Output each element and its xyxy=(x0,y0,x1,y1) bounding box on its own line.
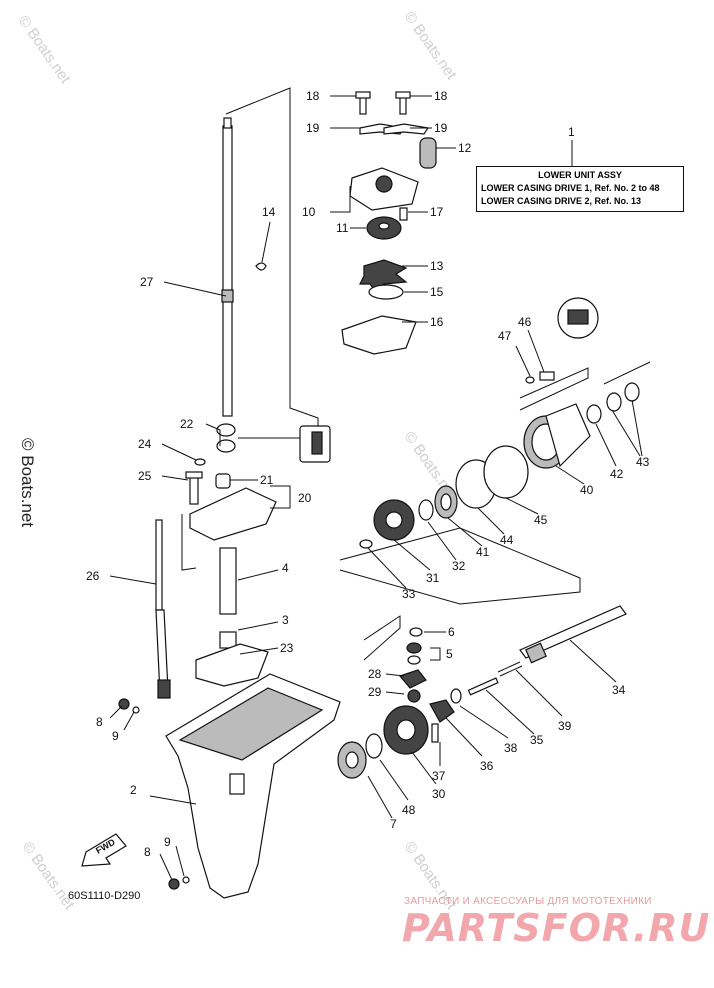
callout-26: 26 xyxy=(86,569,100,583)
callout-27: 27 xyxy=(140,275,154,289)
callout-44: 44 xyxy=(500,533,514,547)
clutch-parts xyxy=(398,627,523,743)
callout-9b: 9 xyxy=(164,835,171,849)
callout-13: 13 xyxy=(430,259,444,273)
callout-4: 4 xyxy=(282,561,289,575)
callout-24: 24 xyxy=(138,437,152,451)
fwd-arrow: FWD xyxy=(81,833,127,867)
callout-14: 14 xyxy=(262,205,276,219)
watermark-bottom-left: © Boats.net xyxy=(19,839,78,914)
callout-20: 20 xyxy=(298,491,312,505)
callout-labels: 1 18 18 19 19 12 10 11 17 13 15 16 14 27… xyxy=(86,89,650,859)
callout-25: 25 xyxy=(138,469,152,483)
callout-19a: 19 xyxy=(306,121,320,135)
callout-9a: 9 xyxy=(112,729,119,743)
callout-8a: 8 xyxy=(96,715,103,729)
callout-42: 42 xyxy=(610,467,624,481)
leader-lines xyxy=(109,95,643,881)
callout-7: 7 xyxy=(390,817,397,831)
callout-36: 36 xyxy=(480,759,494,773)
callout-3: 3 xyxy=(282,613,289,627)
water-pump-parts xyxy=(341,91,437,355)
gear-parts xyxy=(359,445,529,549)
callout-18a: 18 xyxy=(306,89,320,103)
callout-19b: 19 xyxy=(434,121,448,135)
prop-housing xyxy=(519,297,651,469)
callout-15: 15 xyxy=(430,285,444,299)
callout-43: 43 xyxy=(636,455,650,469)
clutch-group-bracket xyxy=(363,615,401,661)
callout-37: 37 xyxy=(432,769,446,783)
watermark-top-mid: © Boats.net xyxy=(401,9,460,84)
callout-34: 34 xyxy=(612,683,626,697)
callout-29: 29 xyxy=(368,685,382,699)
callout-46: 46 xyxy=(518,315,532,329)
callout-22: 22 xyxy=(180,417,194,431)
callout-2: 2 xyxy=(130,783,137,797)
legend-line-1: LOWER CASING DRIVE 1, Ref. No. 2 to 48 xyxy=(481,183,660,193)
legend-heading: LOWER UNIT ASSY xyxy=(538,170,622,180)
seal-housing-parts xyxy=(181,423,331,571)
callout-30: 30 xyxy=(432,787,446,801)
callout-35: 35 xyxy=(530,733,544,747)
callout-39: 39 xyxy=(558,719,572,733)
callout-10: 10 xyxy=(302,205,316,219)
callout-11: 11 xyxy=(336,221,349,235)
callout-32: 32 xyxy=(452,559,466,573)
callout-1: 1 xyxy=(568,125,575,139)
housing-bolt xyxy=(539,371,555,381)
shaft-group-bracket xyxy=(225,87,319,446)
callout-16: 16 xyxy=(430,315,444,329)
callout-40: 40 xyxy=(580,483,594,497)
callout-6: 6 xyxy=(448,625,455,639)
callout-31: 31 xyxy=(426,571,440,585)
shop-tagline: ЗАПЧАСТИ И АКСЕССУАРЫ ДЛЯ МОТОТЕХНИКИ xyxy=(404,896,652,907)
callout-47: 47 xyxy=(498,329,512,343)
lower-unit-legend-box: LOWER UNIT ASSY LOWER CASING DRIVE 1, Re… xyxy=(476,166,684,212)
tube-parts xyxy=(195,547,269,687)
shop-brand-logo: PARTSFOR.RU xyxy=(402,906,711,950)
casing-bolts xyxy=(118,698,190,890)
housing-washer xyxy=(525,376,535,384)
callout-23: 23 xyxy=(280,641,294,655)
propeller-shaft xyxy=(519,605,627,664)
callout-5: 5 xyxy=(446,647,453,661)
legend-line-2: LOWER CASING DRIVE 2, Ref. No. 13 xyxy=(481,196,642,206)
callout-18b: 18 xyxy=(434,89,448,103)
gear-group-bracket xyxy=(339,527,581,605)
callout-38: 38 xyxy=(504,741,518,755)
callout-21: 21 xyxy=(260,473,274,487)
shift-rod xyxy=(155,519,171,699)
forward-gear-parts xyxy=(337,705,429,779)
shaft-key xyxy=(255,262,267,271)
callout-48: 48 xyxy=(402,803,416,817)
callout-33: 33 xyxy=(402,587,416,601)
watermark-top-left: © Boats.net xyxy=(15,13,74,88)
callout-12: 12 xyxy=(458,141,472,155)
callout-41: 41 xyxy=(476,545,490,559)
callout-8b: 8 xyxy=(144,845,151,859)
diagram-code: 60S1110-D290 xyxy=(68,890,141,902)
callout-17: 17 xyxy=(430,205,444,219)
callout-28: 28 xyxy=(368,667,382,681)
side-watermark: © Boats.net xyxy=(18,438,37,527)
lower-casing xyxy=(165,673,341,899)
drive-shaft xyxy=(221,117,234,417)
callout-45: 45 xyxy=(534,513,548,527)
